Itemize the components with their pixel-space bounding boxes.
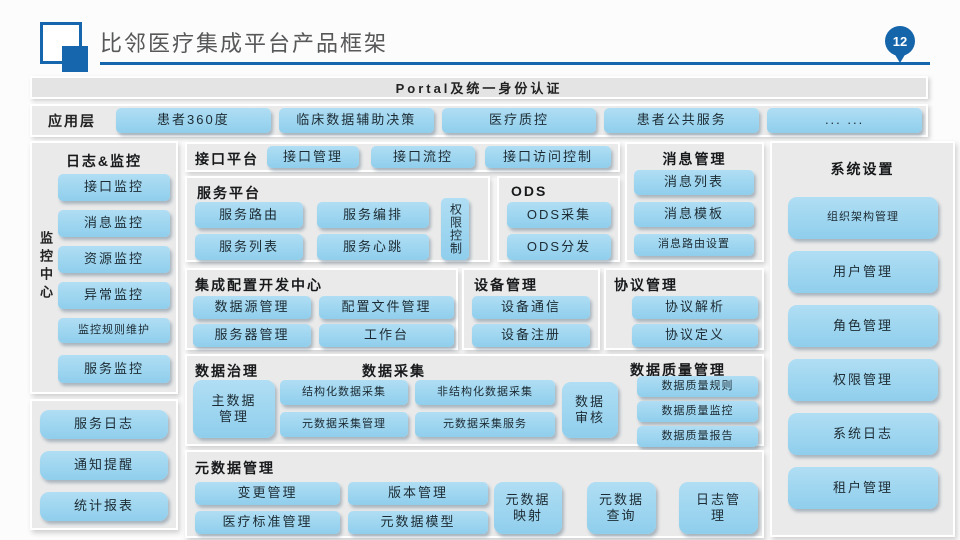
system-settings-panel: 系统设置 组织架构管理 用户管理 角色管理 权限管理 系统日志 租户管理 <box>770 141 955 537</box>
module-box: 服务路由 <box>195 202 303 228</box>
permission-control-box: 权限控制 <box>441 198 469 260</box>
device-mgmt-panel: 设备管理 设备通信 设备注册 <box>462 268 600 350</box>
message-mgmt-title: 消息管理 <box>662 151 727 167</box>
module-box: 元数据采集管理 <box>280 412 408 437</box>
module-box: 患者公共服务 <box>604 108 760 133</box>
module-box: 监控规则维护 <box>58 318 170 343</box>
module-box: 设备通信 <box>472 296 590 319</box>
log-monitor-panel: 日志&监控 监控中心 接口监控 消息监控 资源监控 异常监控 监控规则维护 服务… <box>30 141 178 394</box>
app-layer-label: 应用层 <box>48 112 96 129</box>
portal-bar: Portal及统一身份认证 <box>30 76 928 99</box>
module-box: 服务心跳 <box>317 234 429 260</box>
module-box: 资源监控 <box>58 246 170 273</box>
module-box: ... ... <box>767 108 922 133</box>
module-box: 配置文件管理 <box>319 296 454 319</box>
interface-platform-title: 接口平台 <box>195 151 259 167</box>
module-box: 服务列表 <box>195 234 303 260</box>
app-layer-row: 应用层 患者360度 临床数据辅助决策 医疗质控 患者公共服务 ... ... <box>30 104 928 137</box>
system-settings-title: 系统设置 <box>830 161 895 177</box>
module-box: 异常监控 <box>58 282 170 309</box>
module-box: 患者360度 <box>116 108 271 133</box>
device-mgmt-title: 设备管理 <box>474 277 538 293</box>
module-box: 服务器管理 <box>193 324 311 347</box>
integration-center-panel: 集成配置开发中心 数据源管理 配置文件管理 服务器管理 工作台 <box>185 268 458 350</box>
module-box: 消息监控 <box>58 210 170 237</box>
module-box: 元数据采集服务 <box>415 412 555 437</box>
protocol-mgmt-title: 协议管理 <box>614 277 678 293</box>
monitor-center-side-label: 监控中心 <box>38 231 53 303</box>
module-box: 变更管理 <box>195 482 340 505</box>
module-box: 接口监控 <box>58 174 170 201</box>
page-number-pin-icon: 12 <box>885 26 915 56</box>
module-box: 日志管 理 <box>679 482 758 534</box>
module-box: 角色管理 <box>788 305 938 347</box>
module-box: 元数据模型 <box>348 511 488 534</box>
module-box: 数据质量监控 <box>637 401 758 422</box>
module-box: 系统日志 <box>788 413 938 455</box>
metadata-mgmt-panel: 元数据管理 变更管理 版本管理 医疗标准管理 元数据模型 元数据 映射 元数据 … <box>185 450 764 538</box>
interface-platform-bar: 接口平台 接口管理 接口流控 接口访问控制 <box>185 142 620 172</box>
ods-title: ODS <box>511 183 548 199</box>
title-underline <box>100 62 930 65</box>
module-box: 消息列表 <box>634 170 754 195</box>
master-data-box: 主数据 管理 <box>193 380 275 438</box>
module-box: 租户管理 <box>788 467 938 509</box>
module-box: 服务监控 <box>58 355 170 383</box>
module-box: ODS采集 <box>507 202 611 228</box>
module-box: 元数据 映射 <box>494 482 562 534</box>
module-box: 元数据 查询 <box>587 482 656 534</box>
module-box: 结构化数据采集 <box>280 380 408 405</box>
data-quality-title: 数据质量管理 <box>630 362 726 378</box>
ods-panel: ODS ODS采集 ODS分发 <box>497 176 620 262</box>
page-number-pin-tip <box>894 53 906 63</box>
module-box: 服务编排 <box>317 202 429 228</box>
data-audit-box: 数据 审核 <box>562 382 618 438</box>
module-box: 工作台 <box>319 324 454 347</box>
module-box: 数据质量报告 <box>637 426 758 447</box>
module-box: 医疗质控 <box>441 108 597 133</box>
data-row-panel: 数据治理 主数据 管理 数据采集 结构化数据采集 非结构化数据采集 元数据采集管… <box>185 354 764 447</box>
module-box: 接口管理 <box>267 146 359 168</box>
module-box: 消息模板 <box>634 202 754 227</box>
message-mgmt-panel: 消息管理 消息列表 消息模板 消息路由设置 <box>625 142 764 262</box>
service-platform-panel: 服务平台 服务路由 服务编排 服务列表 服务心跳 权限控制 <box>185 176 490 262</box>
data-collection-title: 数据采集 <box>362 363 426 379</box>
integration-center-title: 集成配置开发中心 <box>195 277 323 293</box>
module-box: 设备注册 <box>472 324 590 347</box>
module-box: 数据质量规则 <box>637 376 758 397</box>
module-box: 消息路由设置 <box>634 234 754 256</box>
protocol-mgmt-panel: 协议管理 协议解析 协议定义 <box>604 268 764 350</box>
module-box: 协议定义 <box>632 324 758 347</box>
data-governance-title: 数据治理 <box>195 363 259 379</box>
module-box: 统计报表 <box>40 492 168 521</box>
module-box: 通知提醒 <box>40 451 168 480</box>
module-box: 接口流控 <box>371 146 475 168</box>
metadata-mgmt-title: 元数据管理 <box>195 460 275 476</box>
module-box: 医疗标准管理 <box>195 511 340 534</box>
module-box: 组织架构管理 <box>788 197 938 239</box>
page-title: 比邻医疗集成平台产品框架 <box>100 31 389 56</box>
module-box: 版本管理 <box>348 482 488 505</box>
module-box: 接口访问控制 <box>485 146 611 168</box>
title-outline-square-icon <box>40 22 82 64</box>
title-filled-square-icon <box>62 46 88 72</box>
log-monitor-title: 日志&监控 <box>65 153 143 169</box>
module-box: 权限管理 <box>788 359 938 401</box>
service-platform-title: 服务平台 <box>197 185 261 201</box>
module-box: 非结构化数据采集 <box>415 380 555 405</box>
module-box: 服务日志 <box>40 410 168 439</box>
module-box: 用户管理 <box>788 251 938 293</box>
module-box: 数据源管理 <box>193 296 311 319</box>
module-box: ODS分发 <box>507 234 611 260</box>
module-box: 临床数据辅助决策 <box>278 108 434 133</box>
module-box: 协议解析 <box>632 296 758 319</box>
log-tools-panel: 服务日志 通知提醒 统计报表 <box>30 399 178 530</box>
